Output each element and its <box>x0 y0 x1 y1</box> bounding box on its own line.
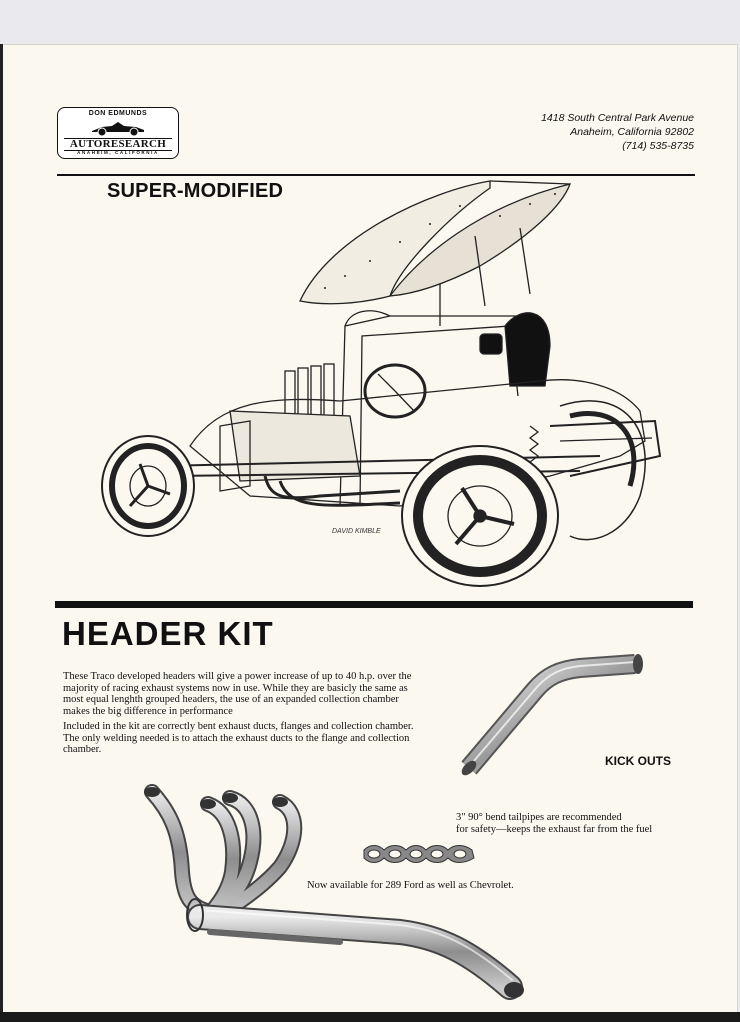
company-address: 1418 South Central Park Avenue Anaheim, … <box>541 111 694 153</box>
address-street: 1418 South Central Park Avenue <box>541 112 694 124</box>
logo-brand: AUTORESEARCH <box>64 138 172 151</box>
tailpipe-note-line-2: for safety—keeps the exhaust far from th… <box>456 824 653 835</box>
race-car-logo-icon <box>92 122 144 137</box>
header-kit-title: HEADER KIT <box>62 615 274 652</box>
illustration-credit: DAVID KIMBLE <box>332 528 381 535</box>
logo-location: ANAHEIM, CALIFORNIA <box>77 150 159 155</box>
tailpipe-note: 3" 90° bend tailpipes are recommended fo… <box>456 812 652 836</box>
availability-note: Now available for 289 Ford as well as Ch… <box>307 880 514 891</box>
description-paragraph-1: These Traco developed headers will give … <box>63 671 412 717</box>
kick-outs-label: KICK OUTS <box>605 754 671 768</box>
page-left-edge <box>0 44 3 1014</box>
autoresearch-logo: DON EDMUNDS AUTORESEARCH ANAHEIM, CALIFO… <box>57 107 179 159</box>
header-flange-gasket-image <box>363 845 475 863</box>
address-city: Anaheim, California 92802 <box>570 126 694 138</box>
kick-out-pipe-image <box>461 654 643 776</box>
header-pipes-image <box>144 784 524 1000</box>
page-bottom-edge <box>0 1012 740 1022</box>
tailpipe-note-line-1: 3" 90° bend tailpipes are recommended <box>456 812 622 823</box>
logo-top-text: DON EDMUNDS <box>88 110 148 117</box>
super-modified-title: SUPER-MODIFIED <box>107 180 284 202</box>
address-phone: (714) 535-8735 <box>622 140 694 152</box>
description-paragraph-2: Included in the kit are correctly bent e… <box>63 721 414 755</box>
header-rule <box>57 174 695 176</box>
super-modified-car-illustration: DAVID KIMBLE <box>101 180 662 587</box>
section-divider <box>55 601 693 608</box>
header-kit-description: These Traco developed headers will give … <box>63 671 423 760</box>
